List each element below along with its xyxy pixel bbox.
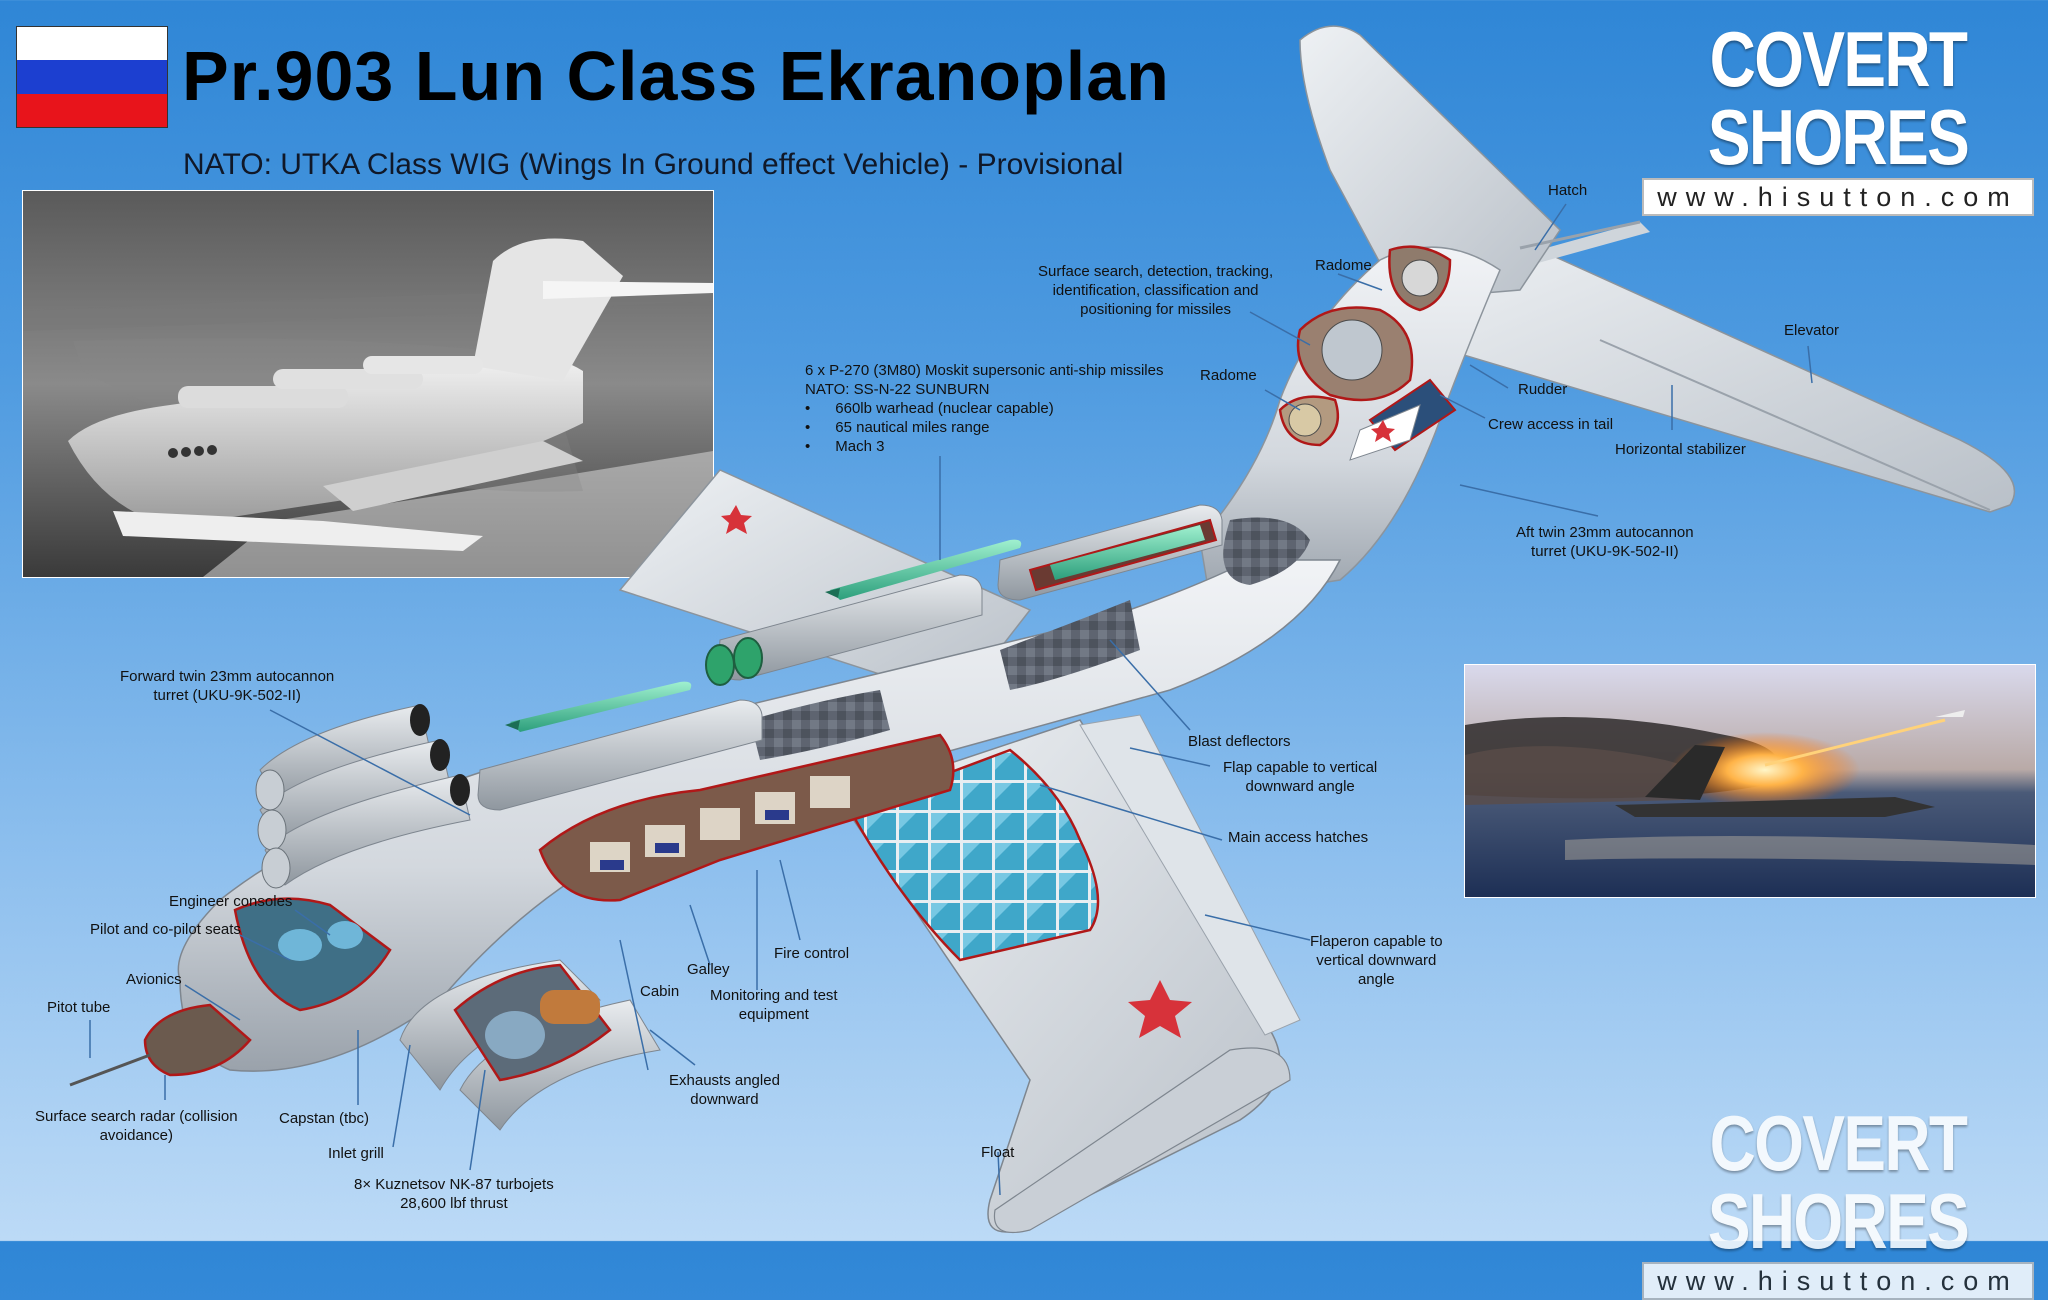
label-turbojets: 8× Kuznetsov NK-87 turbojets 28,600 lbf …	[354, 1176, 554, 1212]
label-capstan: Capstan (tbc)	[279, 1110, 370, 1127]
missile-bullet-3: • Mach 3	[805, 438, 885, 455]
label-monitoring: Monitoring and test equipment	[710, 987, 838, 1023]
label-engineer-consoles: Engineer consoles	[169, 893, 293, 910]
label-cabin: Cabin	[640, 983, 680, 1000]
russian-flag	[16, 26, 168, 128]
label-forward-turret: Forward twin 23mm autocannon turret (UKU…	[120, 668, 335, 704]
flag-white-stripe	[17, 27, 167, 61]
label-elevator: Elevator	[1784, 322, 1840, 339]
label-blast-deflectors: Blast deflectors	[1188, 733, 1291, 750]
missile-bullet-1: • 660lb warhead (nuclear capable)	[805, 400, 1054, 417]
label-pitot-tube: Pitot tube	[47, 999, 111, 1016]
label-pilot-seats: Pilot and co-pilot seats	[90, 921, 241, 938]
label-main-access: Main access hatches	[1228, 829, 1369, 846]
label-hatch: Hatch	[1548, 182, 1588, 199]
label-flap: Flap capable to vertical downward angle	[1223, 759, 1378, 795]
missiles	[505, 525, 1205, 732]
flag-blue-stripe	[17, 60, 167, 94]
label-inlet-grill: Inlet grill	[328, 1145, 384, 1162]
label-radome-mid: Radome	[1200, 367, 1257, 384]
label-galley: Galley	[687, 961, 730, 978]
page-subtitle: NATO: UTKA Class WIG (Wings In Ground ef…	[183, 148, 1124, 181]
label-fire-control: Fire control	[774, 945, 850, 962]
label-missiles: 6 x P-270 (3M80) Moskit supersonic anti-…	[805, 362, 1164, 455]
logo-name: COVERT SHORES	[1707, 15, 1970, 181]
watermark-url: www.hisutton.com	[1642, 1262, 2034, 1300]
label-exhausts: Exhausts angled downward	[669, 1072, 780, 1108]
label-horizontal-stabilizer: Horizontal stabilizer	[1615, 441, 1746, 458]
page-title: Pr.903 Lun Class Ekranoplan	[182, 37, 1170, 115]
label-flaperon: Flaperon capable to vertical downward an…	[1310, 933, 1443, 988]
photo-ekranoplan-bw	[22, 190, 714, 578]
flag-red-stripe	[17, 93, 167, 127]
label-avionics: Avionics	[126, 971, 182, 988]
missile-bullet-2: • 65 nautical miles range	[805, 419, 990, 436]
label-crew-access: Crew access in tail	[1488, 416, 1614, 433]
cutaway-diagram	[69, 25, 2016, 1234]
label-surface-radar: Surface search radar (collision avoidanc…	[35, 1108, 238, 1144]
photo-missile-launch	[1464, 664, 2036, 898]
label-rudder: Rudder	[1518, 381, 1568, 398]
label-aft-turret: Aft twin 23mm autocannon turret (UKU-9K-…	[1516, 524, 1694, 560]
infographic: Pr.903 Lun Class Ekranoplan NATO: UTKA C…	[16, 20, 2036, 1300]
label-float: Float	[981, 1144, 1015, 1161]
logo-top[interactable]: COVERT SHORES www.hisutton.com	[1642, 20, 2034, 216]
label-surface-search: Surface search, detection, tracking, ide…	[1038, 263, 1274, 318]
label-radome-top: Radome	[1315, 257, 1372, 274]
logo-url: www.hisutton.com	[1642, 178, 2034, 216]
